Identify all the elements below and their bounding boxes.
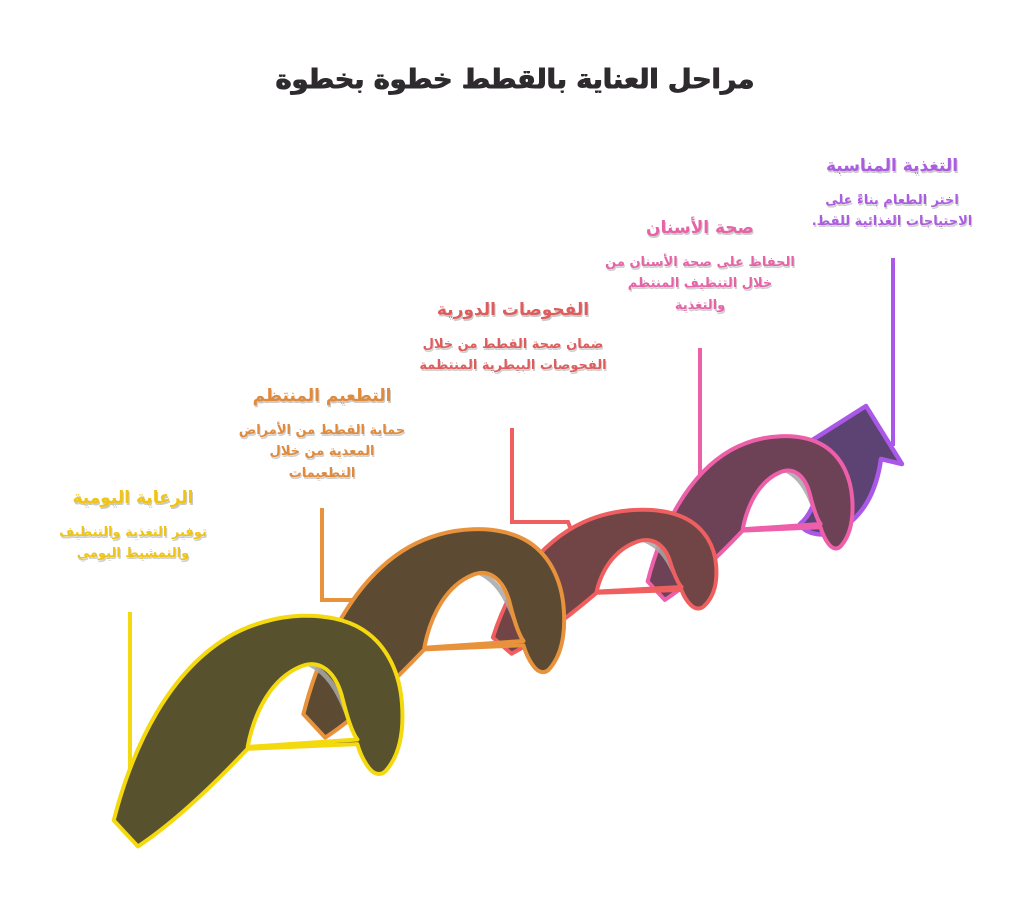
- stage-1-body: توفير التغذية والتنظيف والتمشيط اليومي: [59, 525, 207, 562]
- stage-1-header: الرعاية اليومية: [72, 488, 194, 508]
- stage-4-body: الحفاظ على صحة الأسنان من خلال التنظيف ا…: [605, 255, 795, 313]
- stage-4-label: صحة الأسنان الحفاظ على صحة الأسنان من خل…: [603, 218, 798, 316]
- stage-5-label: التغذية المناسبة اختر الطعام بناءً على ا…: [800, 156, 985, 233]
- connector-line-3: [510, 428, 574, 533]
- stage-1-group: [111, 613, 405, 849]
- stage-3-header: الفحوصات الدورية: [436, 300, 590, 320]
- stage-2-body: حماية القطط من الأمراض المعدية من خلال ا…: [238, 423, 406, 481]
- stage-1-ribbon: [111, 613, 405, 849]
- stage-1-label: الرعاية اليومية توفير التغذية والتنظيف و…: [49, 488, 217, 565]
- stage-2-label: التطعيم المنتظم حماية القطط من الأمراض ا…: [238, 386, 406, 484]
- stage-2-header: التطعيم المنتظم: [252, 386, 392, 406]
- stage-5-body: اختر الطعام بناءً على الاحتياجات الغذائي…: [811, 193, 973, 230]
- stage-5-header: التغذية المناسبة: [825, 156, 959, 176]
- stage-4-header: صحة الأسنان: [646, 218, 754, 238]
- page-title: مراحل العناية بالقطط خطوة بخطوة: [275, 64, 755, 95]
- stage-3-body: ضمان صحة القطط من خلال الفحوصات البيطرية…: [419, 337, 607, 374]
- stage-3-label: الفحوصات الدورية ضمان صحة القطط من خلال …: [418, 300, 608, 377]
